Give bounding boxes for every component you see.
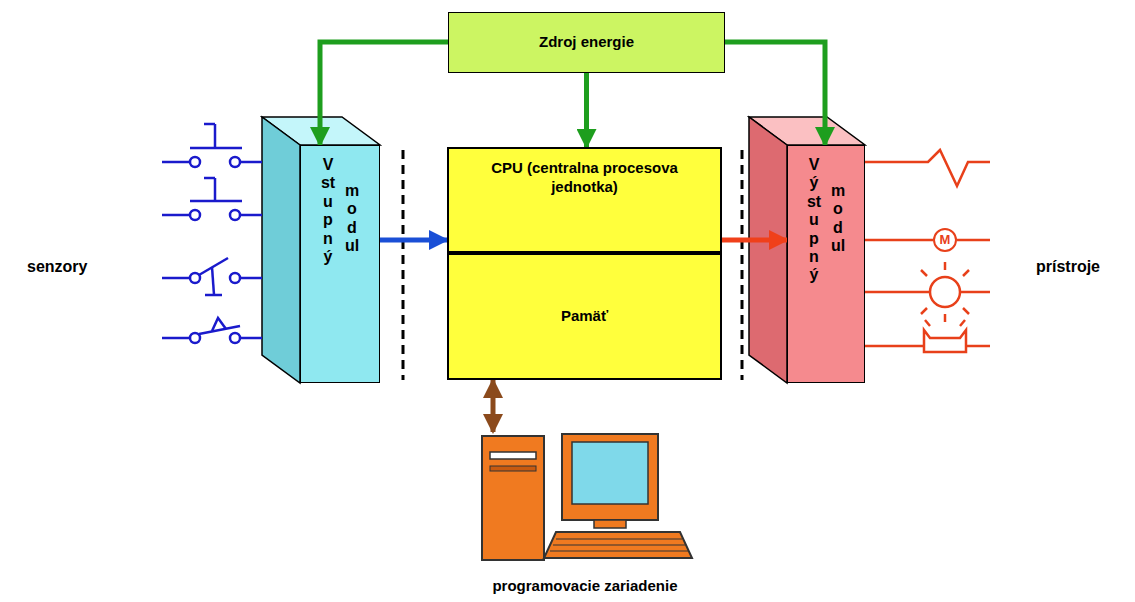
node-text: Pamäť <box>561 307 608 326</box>
computer-illustration <box>470 432 700 572</box>
output-device-symbols <box>865 150 990 352</box>
sensor-symbols <box>162 124 262 343</box>
input-module: Vstupný modul <box>300 145 380 383</box>
node-text: Zdroj energie <box>539 33 634 52</box>
motor-symbol: M <box>933 228 957 252</box>
output-module: Výstupný modul <box>787 145 865 383</box>
separator-line <box>741 150 744 380</box>
separator-line <box>402 150 405 380</box>
module-side-face <box>262 117 300 383</box>
node-text: modul <box>830 182 846 256</box>
connector-arrow <box>722 238 787 243</box>
node-text: Výstupný <box>806 156 822 285</box>
devices-label: prístroje <box>1036 258 1100 276</box>
node-text: programovacie zariadenie <box>492 577 677 596</box>
sensors-label: senzory <box>27 258 87 276</box>
node-text: CPU (centralna procesova jednotka) <box>457 159 712 197</box>
memory-box: Pamäť <box>447 253 722 380</box>
connector-arrow <box>725 42 825 145</box>
connector-arrow <box>491 380 496 432</box>
connector-arrow <box>320 42 448 145</box>
node-text: modul <box>344 182 360 256</box>
node-text: Vstupný <box>320 156 336 266</box>
power-supply-box: Zdroj energie <box>448 12 725 73</box>
cpu-box: CPU (centralna procesova jednotka) <box>447 147 722 253</box>
module-side-face <box>749 117 787 383</box>
connector-arrow <box>584 73 589 147</box>
connector-arrow <box>380 238 447 243</box>
node-text: M <box>940 232 951 248</box>
programming-device: programovacie zariadenie <box>470 432 700 600</box>
